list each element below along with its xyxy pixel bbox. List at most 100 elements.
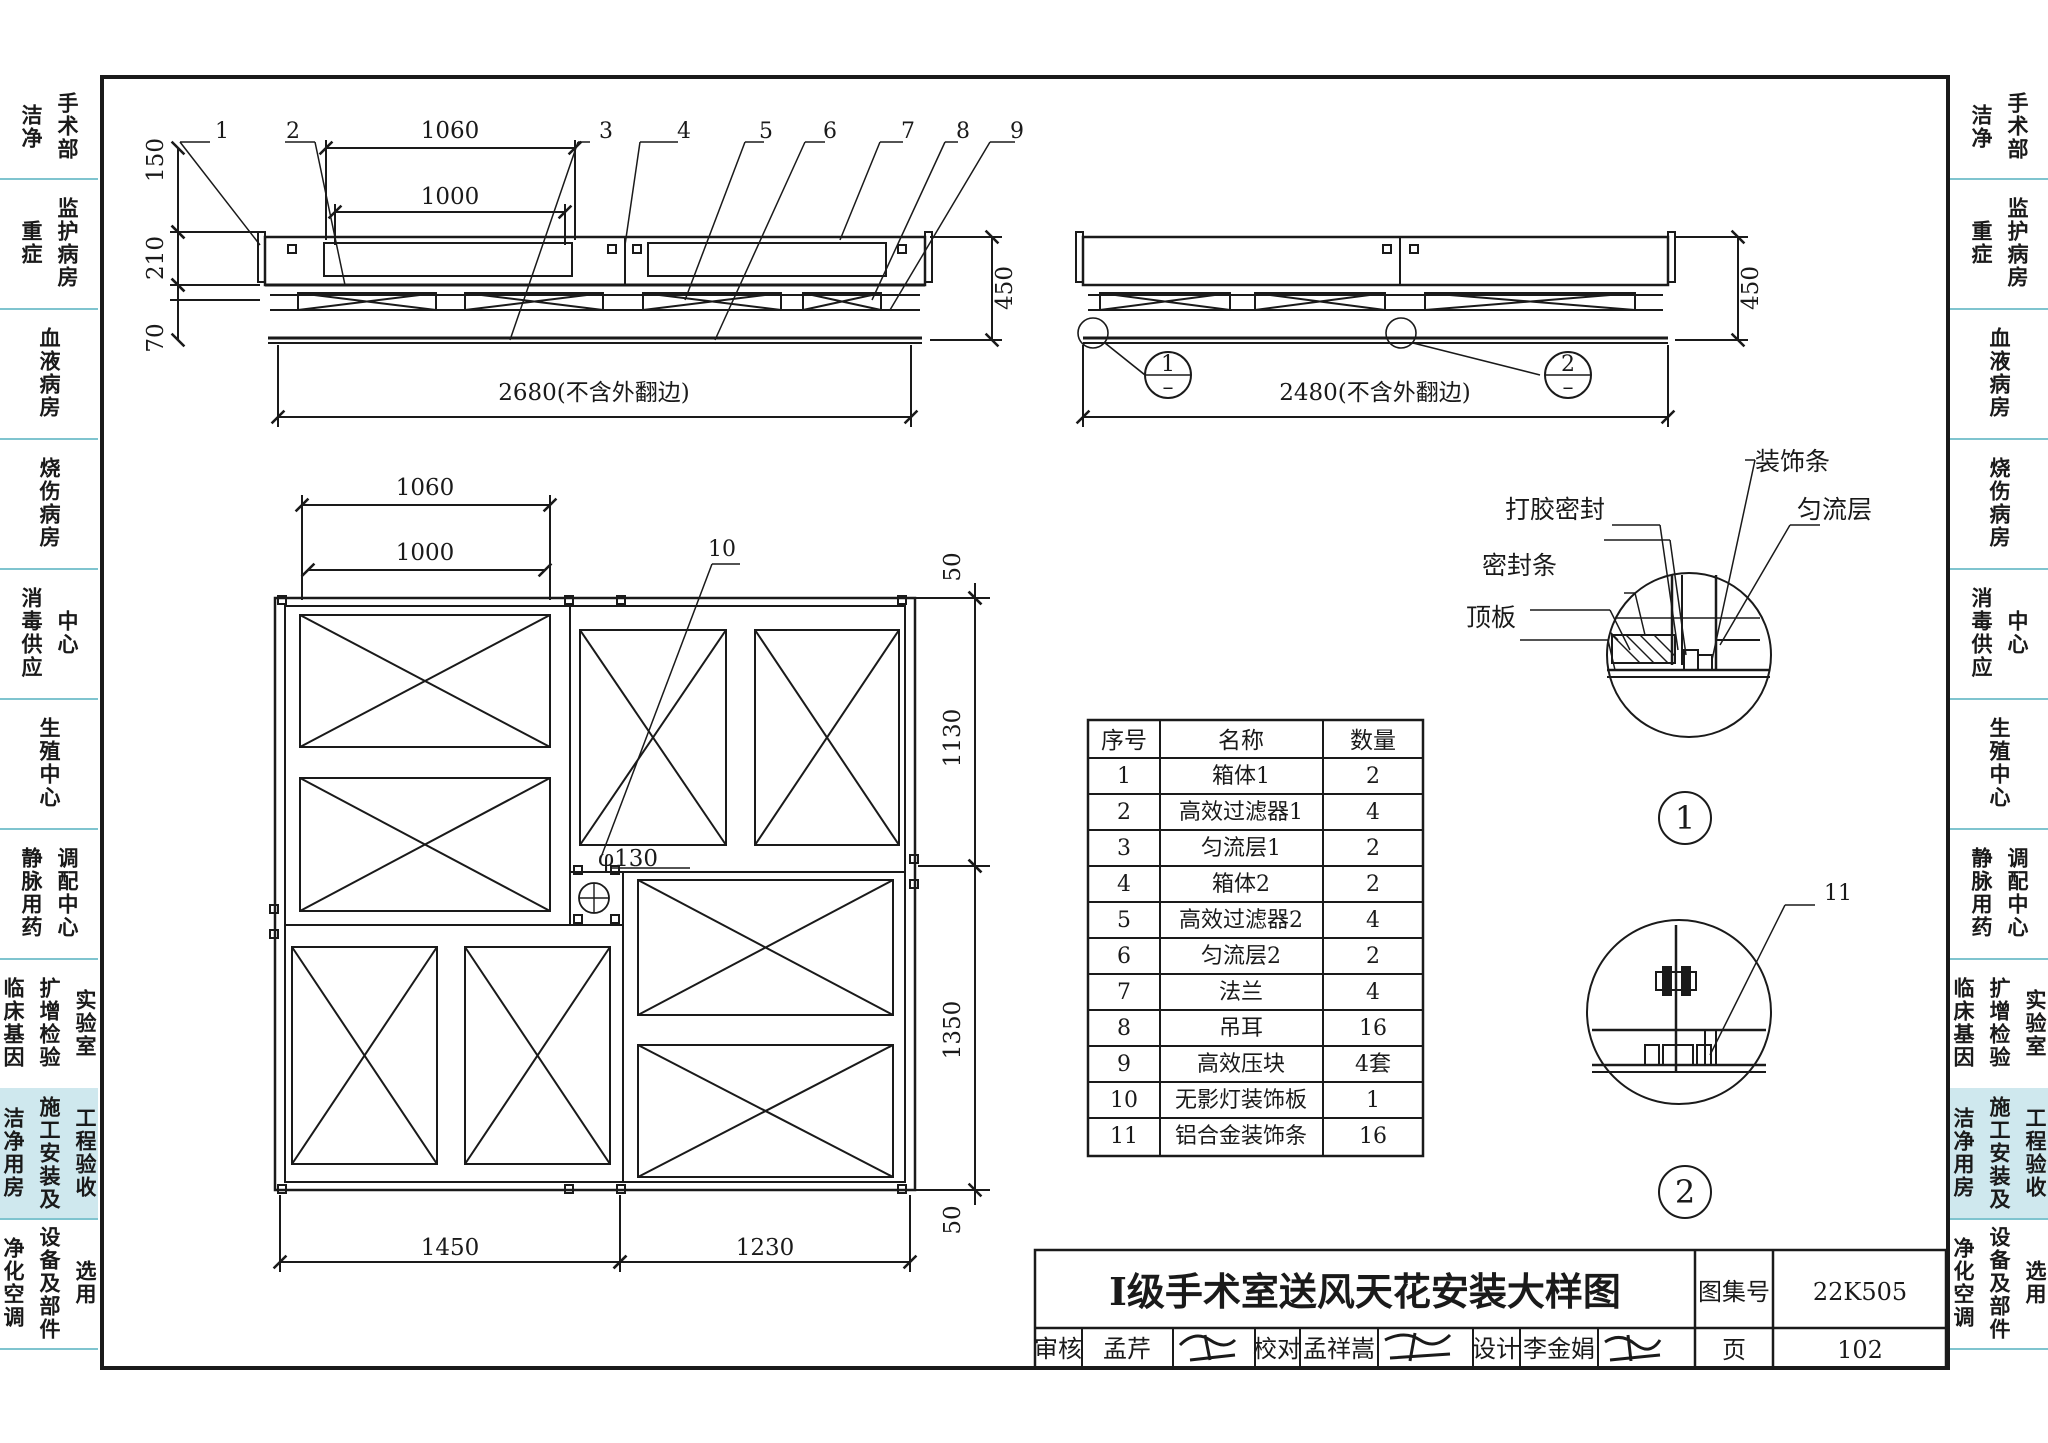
tab-text: 手术部	[55, 92, 79, 161]
index-tab[interactable]: 血液病房	[0, 308, 98, 440]
index-tab[interactable]: 生殖中心	[0, 698, 98, 830]
detail-label-number: 2	[1675, 1173, 1695, 1211]
side-view-2	[1075, 229, 1748, 427]
designer-name: 李金娟	[1523, 1335, 1595, 1363]
index-tab[interactable]: 临床基因扩增检验实验室	[1950, 958, 2048, 1090]
tab-text: 实验室	[2023, 988, 2047, 1058]
tab-text: 监护病房	[55, 197, 79, 289]
index-tab[interactable]: 消毒供应中心	[1950, 568, 2048, 700]
plan-inner-outline	[284, 605, 906, 1183]
table-cell: 10	[1110, 1088, 1138, 1113]
signature	[1178, 1332, 1662, 1362]
table-cell: 4	[1366, 980, 1380, 1005]
flange-clip-marks	[269, 595, 919, 1194]
tab-text: 扩增检验	[1987, 977, 2011, 1069]
tab-text: 烧伤病房	[37, 457, 61, 549]
detail-marker-number: 2	[1561, 352, 1575, 377]
index-tab[interactable]: 静脉用药调配中心	[0, 828, 98, 960]
index-tab[interactable]: 洁净手术部	[1950, 75, 2048, 180]
side-view-1	[170, 140, 1015, 427]
dim-label: 210	[143, 236, 169, 280]
index-tab[interactable]: 重症监护病房	[0, 178, 98, 310]
index-tab[interactable]: 净化空调设备及部件选用	[1950, 1218, 2048, 1350]
table-cell: 箱体2	[1212, 872, 1270, 897]
table-cell: 3	[1117, 836, 1131, 861]
index-tab[interactable]: 烧伤病房	[0, 438, 98, 570]
tab-text: 中心	[2005, 610, 2029, 656]
detail-marker-number: 1	[1161, 352, 1175, 377]
seal-strip-hatch	[1625, 634, 1655, 664]
page-label: 页	[1722, 1336, 1746, 1364]
table-row: 1 箱体1 2	[1117, 764, 1380, 789]
callout-number: 6	[823, 119, 837, 144]
tab-text: 生殖中心	[37, 717, 61, 809]
tab-text: 中心	[55, 610, 79, 656]
index-tab[interactable]: 消毒供应中心	[0, 568, 98, 700]
tab-text: 实验室	[73, 988, 97, 1058]
filter-window	[647, 242, 887, 277]
table-cell: 高效过滤器2	[1179, 908, 1303, 933]
annotation-leader	[1634, 592, 1646, 636]
index-tab[interactable]: 洁净手术部	[0, 75, 98, 180]
filter-frame	[1099, 292, 1636, 311]
index-tab[interactable]: 重症监护病房	[1950, 178, 2048, 310]
dim-label: 1060	[421, 118, 480, 144]
table-cell: 4套	[1355, 1052, 1391, 1077]
title-block-border	[1033, 1248, 1948, 1370]
table-row: 9 高效压块 4套	[1117, 1052, 1391, 1077]
dim-label: 1450	[421, 1235, 480, 1261]
table-cell: 2	[1117, 800, 1131, 825]
table-cell: 箱体1	[1212, 764, 1270, 789]
table-cell: 16	[1359, 1124, 1387, 1149]
table-cell: 2	[1366, 944, 1380, 969]
dim-label: 1130	[940, 709, 966, 768]
dim-label: φ130	[598, 846, 658, 872]
table-cell: 吊耳	[1219, 1016, 1263, 1041]
index-tab[interactable]: 静脉用药调配中心	[1950, 828, 2048, 960]
table-cell: 匀流层1	[1201, 836, 1281, 861]
index-tab-active[interactable]: 洁净用房施工安装及工程验收	[1950, 1088, 2048, 1220]
table-cell: 法兰	[1219, 980, 1263, 1005]
table-cell: 2	[1366, 872, 1380, 897]
callout-leader	[1709, 904, 1786, 1056]
drawing-title: I级手术室送风天花安装大样图	[1109, 1269, 1621, 1314]
callout-number: 1	[215, 119, 229, 144]
lifting-lug-icon	[1382, 244, 1392, 254]
flange-edge	[924, 231, 933, 283]
side-view-1-box-body	[263, 235, 927, 287]
reviewer-name: 孟芹	[1103, 1335, 1151, 1363]
tab-text: 手术部	[2005, 92, 2029, 161]
flange-edge	[1075, 231, 1084, 283]
index-tab[interactable]: 烧伤病房	[1950, 438, 2048, 570]
dim-label: 1060	[396, 475, 455, 501]
tab-text: 临床基因	[1, 977, 25, 1069]
index-tab[interactable]: 生殖中心	[1950, 698, 2048, 830]
lifting-lug-icon	[632, 244, 642, 254]
detail-label-circle	[1658, 791, 1712, 845]
tab-text: 临床基因	[1951, 977, 1975, 1069]
tab-text: 净化空调	[1, 1237, 25, 1329]
annotation-label: 打胶密封	[1505, 495, 1605, 524]
table-row: 10 无影灯装饰板 1	[1110, 1088, 1380, 1113]
tab-text: 施工安装及	[37, 1095, 61, 1211]
table-header: 名称	[1218, 728, 1264, 754]
plan-view	[269, 495, 990, 1272]
table-cell: 无影灯装饰板	[1175, 1088, 1307, 1113]
callout-number: 7	[901, 119, 915, 144]
dim-label: 1230	[736, 1235, 795, 1261]
table-row: 11 铝合金装饰条 16	[1110, 1124, 1387, 1149]
index-tab[interactable]: 临床基因扩增检验实验室	[0, 958, 98, 1090]
tab-text: 调配中心	[55, 847, 79, 939]
table-row: 4 箱体2 2	[1117, 872, 1380, 897]
index-tab[interactable]: 净化空调设备及部件选用	[0, 1218, 98, 1350]
callout-number: 4	[677, 119, 691, 144]
index-tab-active[interactable]: 洁净用房施工安装及工程验收	[0, 1088, 98, 1220]
callout-number: 11	[1824, 881, 1852, 906]
index-tab[interactable]: 血液病房	[1950, 308, 2048, 440]
table-cell: 5	[1117, 908, 1131, 933]
callout-number: 9	[1010, 119, 1024, 144]
tab-text: 洁净	[19, 103, 43, 150]
nut-bolt-icon	[1655, 971, 1697, 991]
filter-panel	[291, 614, 900, 1178]
annotation-leader	[1609, 631, 1619, 641]
